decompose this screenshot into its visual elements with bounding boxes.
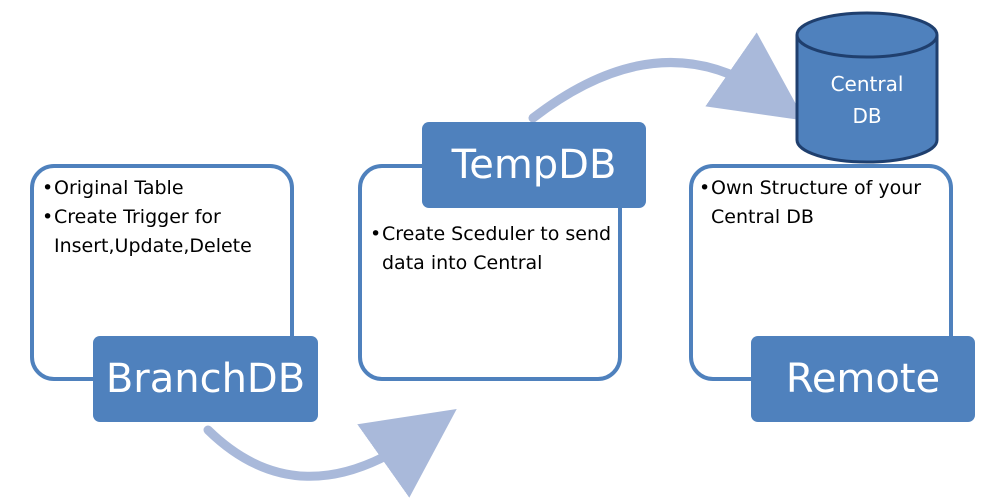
remote-title: Remote — [785, 356, 941, 402]
remote-bullet-list: Own Structure of your Central DB — [699, 174, 949, 232]
branch-bullet-list: Original Table Create Trigger for Insert… — [42, 174, 286, 261]
central-db-label: Central DB — [797, 68, 937, 132]
branch-bullet-2: Create Trigger for Insert,Update,Delete — [42, 203, 286, 261]
central-db-label-line1: Central — [830, 72, 904, 96]
branch-title: BranchDB — [105, 356, 306, 402]
central-db-label-line2: DB — [852, 104, 882, 128]
remote-bullet-1: Own Structure of your Central DB — [699, 174, 949, 232]
temp-to-central-arrow-icon — [528, 32, 805, 123]
temp-title: TempDB — [451, 142, 617, 188]
branch-bullet-1: Original Table — [42, 174, 286, 203]
temp-title-box: TempDB — [422, 122, 646, 208]
database-icon — [795, 11, 939, 164]
remote-title-box: Remote — [751, 336, 975, 422]
temp-bullet-list: Create Sceduler to send data into Centra… — [370, 220, 614, 278]
branch-to-temp-arrow-icon — [203, 409, 457, 498]
branch-title-box: BranchDB — [93, 336, 318, 422]
temp-bullet-1: Create Sceduler to send data into Centra… — [370, 220, 614, 278]
